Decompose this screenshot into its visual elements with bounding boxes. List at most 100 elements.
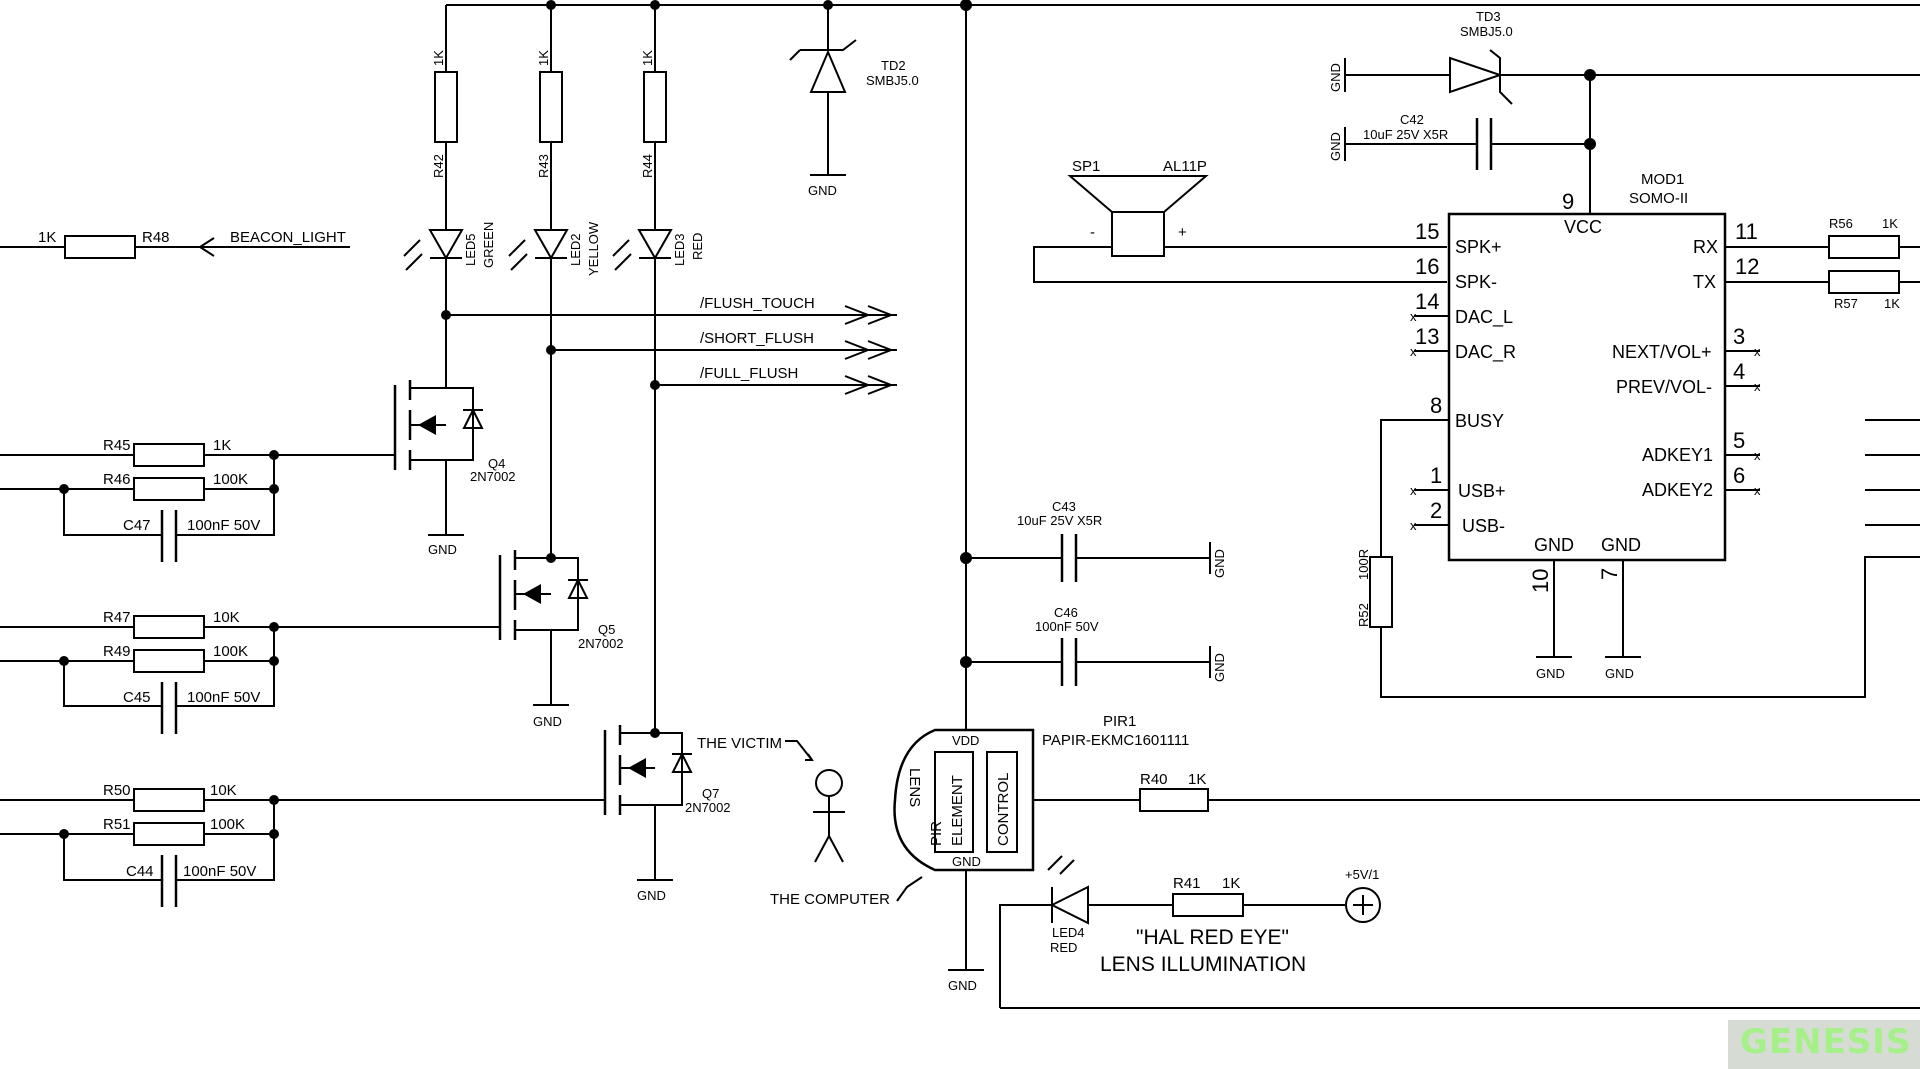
led5-green: LED5 GREEN bbox=[403, 222, 496, 315]
pir-element-2: ELEMENT bbox=[949, 775, 966, 846]
r52-label: R52 bbox=[1356, 603, 1371, 627]
nc6: x bbox=[1754, 483, 1761, 498]
nc3: x bbox=[1754, 344, 1761, 359]
resistor-r52: R52 100R bbox=[1356, 549, 1920, 698]
resistor-r44: 1K R44 bbox=[640, 50, 667, 230]
sp1-plus: + bbox=[1178, 224, 1187, 241]
led4-color: RED bbox=[1050, 940, 1077, 955]
r40-value: 1K bbox=[1188, 771, 1206, 788]
pin5-num: 5 bbox=[1733, 428, 1745, 453]
spkm-pin: SPK- bbox=[1455, 272, 1497, 292]
adkey1-pin: ADKEY1 bbox=[1642, 445, 1713, 465]
r50-label: R50 bbox=[103, 782, 131, 799]
spkp-pin: SPK+ bbox=[1455, 237, 1502, 257]
r43-label: R43 bbox=[536, 154, 551, 178]
plus5v-label: +5V/1 bbox=[1345, 867, 1379, 882]
r40-label: R40 bbox=[1140, 771, 1168, 788]
c43-gnd: GND bbox=[1212, 549, 1227, 578]
sp1-label: SP1 bbox=[1072, 158, 1100, 175]
mosfet-q5: GND Q5 2N7002 bbox=[498, 550, 624, 729]
nc13: x bbox=[1410, 344, 1417, 359]
r51-label: R51 bbox=[103, 816, 131, 833]
c44-label: C44 bbox=[126, 863, 154, 880]
sp1-value: AL11P bbox=[1163, 158, 1207, 175]
vcc-pin: VCC bbox=[1564, 217, 1602, 237]
capacitor-c46: C46 100nF 50V GND bbox=[960, 605, 1227, 686]
q4-input-network: R45 1K R46 100K C47 100nF 50V bbox=[0, 437, 395, 562]
pir-vdd: VDD bbox=[952, 733, 979, 748]
adkey2-pin: ADKEY2 bbox=[1642, 480, 1713, 500]
resistor-r42: 1K R42 bbox=[431, 50, 458, 230]
pin16-num: 16 bbox=[1415, 254, 1439, 279]
resistor-r56: R56 1K bbox=[1725, 216, 1920, 259]
pin3-num: 3 bbox=[1733, 324, 1745, 349]
mosfet-q7: GND Q7 2N7002 bbox=[603, 725, 731, 903]
resistor-r40: R40 1K bbox=[1139, 771, 1920, 812]
nc2: x bbox=[1410, 518, 1417, 533]
mod1-value: SOMO-II bbox=[1629, 190, 1688, 207]
stick-figure: THE VICTIM THE COMPUTER bbox=[697, 735, 923, 908]
pin6-num: 6 bbox=[1733, 463, 1745, 488]
nextvol-pin: NEXT/VOL+ bbox=[1612, 342, 1712, 362]
gnd10: GND bbox=[1536, 666, 1565, 681]
r46-value: 100K bbox=[213, 471, 248, 488]
r49-value: 100K bbox=[213, 643, 248, 660]
r50-value: 10K bbox=[210, 782, 237, 799]
mosfet-q4: GND Q4 2N7002 bbox=[393, 315, 516, 557]
pin12-num: 12 bbox=[1735, 254, 1759, 279]
capacitor-c43: C43 10uF 25V X5R GND bbox=[960, 499, 1227, 582]
r49-label: R49 bbox=[103, 643, 131, 660]
r44-label: R44 bbox=[640, 154, 655, 178]
c42-value: 10uF 25V X5R bbox=[1363, 127, 1448, 142]
right-bus-lines bbox=[1865, 419, 1920, 526]
r47-label: R47 bbox=[103, 609, 131, 626]
r57-value: 1K bbox=[1884, 296, 1900, 311]
tvs-diode-td2: TD2 SMBJ5.0 GND bbox=[789, 39, 919, 198]
gnd7: GND bbox=[1605, 666, 1634, 681]
tvs-diode-td3: GND TD3 SMBJ5.0 bbox=[1328, 9, 1920, 105]
led2-color: YELLOW bbox=[586, 221, 601, 276]
logo-background bbox=[1728, 1020, 1920, 1069]
q7-input-network: R50 10K R51 100K C44 100nF 50V bbox=[0, 782, 605, 907]
pin10-num: 10 bbox=[1528, 569, 1553, 593]
nc5: x bbox=[1754, 448, 1761, 463]
c43-label: C43 bbox=[1052, 499, 1076, 514]
r51-value: 100K bbox=[210, 816, 245, 833]
pin9-num: 9 bbox=[1562, 189, 1574, 214]
rx-pin: RX bbox=[1693, 237, 1718, 257]
led2-label: LED2 bbox=[568, 233, 583, 266]
c46-label: C46 bbox=[1054, 605, 1078, 620]
sp1-minus: - bbox=[1090, 224, 1095, 241]
led4-label: LED4 bbox=[1052, 925, 1085, 940]
q7-value: 2N7002 bbox=[685, 800, 731, 815]
genesis-logo: GENESIS bbox=[1740, 1022, 1912, 1062]
pir-gnd-symbol: GND bbox=[948, 978, 977, 993]
pin13-num: 13 bbox=[1415, 324, 1439, 349]
busy-pin: BUSY bbox=[1455, 411, 1504, 431]
r44-value: 1K bbox=[640, 50, 655, 66]
beacon-light-label: BEACON_LIGHT bbox=[230, 229, 346, 246]
r41-label: R41 bbox=[1173, 875, 1201, 892]
r52-value: 100R bbox=[1356, 549, 1371, 580]
r46-label: R46 bbox=[103, 471, 131, 488]
c44-value: 100nF 50V bbox=[183, 863, 256, 880]
q5-value: 2N7002 bbox=[578, 636, 624, 651]
led3-label: LED3 bbox=[672, 233, 687, 266]
td2-label: TD2 bbox=[881, 58, 906, 73]
mod1-label: MOD1 bbox=[1641, 171, 1684, 188]
pin14-num: 14 bbox=[1415, 289, 1439, 314]
td2-value: SMBJ5.0 bbox=[866, 73, 919, 88]
r47-value: 10K bbox=[213, 609, 240, 626]
flush-touch-label: /FLUSH_TOUCH bbox=[700, 295, 815, 312]
resistor-r48: 1K R48 BEACON_LIGHT bbox=[0, 229, 350, 259]
q5-label: Q5 bbox=[598, 622, 615, 637]
c47-label: C47 bbox=[123, 517, 151, 534]
c45-value: 100nF 50V bbox=[187, 689, 260, 706]
top-power-rail bbox=[445, 0, 1920, 730]
speaker-sp1: SP1 AL11P - + bbox=[1033, 158, 1447, 283]
dacl-pin: DAC_L bbox=[1455, 307, 1513, 328]
td2-gnd: GND bbox=[808, 183, 837, 198]
led4-hal-eye: LED4 RED R41 1K +5V/1 "HAL RED EYE" LENS… bbox=[999, 855, 1920, 1009]
r48-label: R48 bbox=[142, 229, 170, 246]
